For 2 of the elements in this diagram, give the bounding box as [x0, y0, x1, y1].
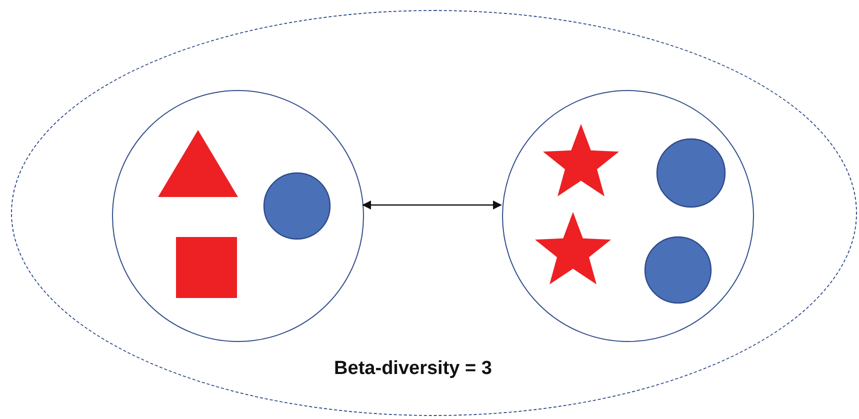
double-arrow — [362, 200, 502, 210]
diversity-label: Beta-diversity = 3 — [334, 358, 492, 380]
